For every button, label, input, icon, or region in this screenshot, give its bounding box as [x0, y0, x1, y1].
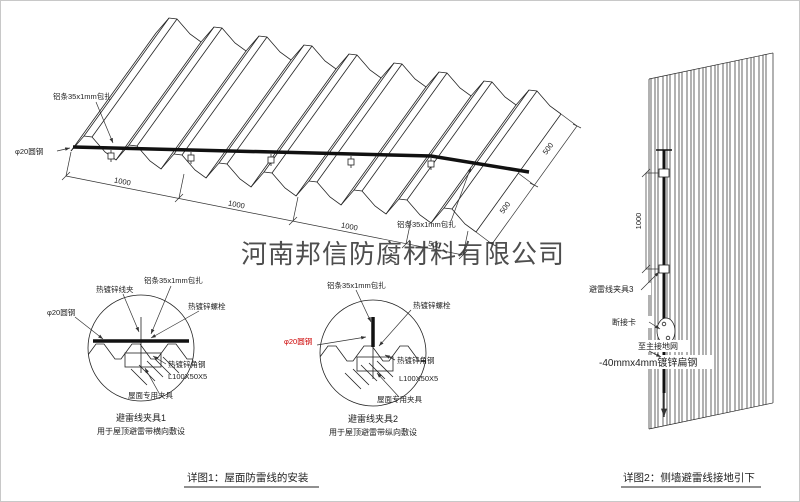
detail1-circle — [87, 294, 195, 402]
wall-label-flat-steel: -40mmx4mm镀锌扁钢 — [599, 356, 697, 369]
detail1-leaders — [74, 285, 200, 394]
dim-right-2: 500 — [541, 141, 556, 156]
wall-dim-1000: 1000 — [634, 213, 643, 230]
wall-label-to-ground-grid: 至主接地网 — [638, 341, 678, 351]
main-label-alu-strip-left: 铝条35x1mm包扎 — [53, 91, 112, 101]
leader-rod — [56, 147, 71, 152]
detail2-leaders — [316, 289, 412, 398]
detail2-subtitle: 用于屋顶避雷带纵向敷设 — [329, 427, 417, 437]
detail1-label-bolt: 热镀锌螺栓 — [188, 301, 226, 311]
wall-label-clamp3: 避雷线夹具3 — [589, 284, 634, 294]
detail1-label-wire-clamp: 热镀锌线夹 — [96, 284, 134, 294]
leader-strip-right — [450, 166, 472, 222]
wall-label-backgrounds — [587, 283, 713, 369]
caption-detail2: 详图2：侧墙避雷线接地引下 — [623, 471, 755, 484]
detail2-label-rod: φ20圆钢 — [284, 336, 312, 346]
wall-corrugation — [648, 52, 774, 430]
leader-strip-left — [95, 101, 114, 144]
dim-bottom-1: 1000 — [113, 176, 131, 188]
detail1-label-rod: φ20圆钢 — [47, 307, 75, 317]
detail1-linework — [87, 294, 195, 402]
dim-right-1: 500 — [498, 200, 513, 215]
detail1-label-strip: 铝条35x1mm包扎 — [144, 275, 203, 285]
detail1-label-fixture: 屋面专用夹具 — [128, 390, 173, 400]
caption-detail1: 详图1：屋面防雷线的安装 — [187, 471, 309, 484]
detail2-label-angle: 热镀锌角钢 — [397, 355, 435, 365]
dim-bottom-3: 1000 — [340, 221, 358, 233]
wall-dimension — [641, 168, 659, 274]
roof-bottom-dimensions — [61, 151, 469, 260]
detail2-circle — [319, 299, 427, 407]
detail2-label-angle-spec: L100X50X5 — [399, 374, 438, 383]
company-watermark: 河南邦信防腐材料有限公司 — [241, 239, 565, 269]
main-label-alu-strip-right: 铝条35x1mm包扎 — [397, 219, 456, 229]
detail2-linework — [319, 299, 427, 407]
wall-label-disconnect-card: 断接卡 — [612, 317, 636, 327]
detail2-label-strip: 铝条35x1mm包扎 — [327, 280, 386, 290]
wall-leaders — [640, 271, 662, 358]
roof-back-edge — [155, 17, 562, 115]
lightning-wire — [72, 145, 530, 174]
roof-right-dimensions — [475, 113, 582, 247]
dim-bottom-2: 1000 — [227, 199, 245, 211]
detail2-title: 避雷线夹具2 — [348, 413, 398, 424]
detail2-label-bolt: 热镀锌螺栓 — [413, 300, 451, 310]
detail1-label-angle: 热镀锌角钢 — [168, 359, 206, 369]
dim-bottom-4: 500 — [427, 239, 441, 250]
roof-isometric-linework — [70, 17, 562, 233]
detail1-label-angle-spec: L100X50X5 — [168, 372, 207, 381]
detail1-subtitle: 用于屋顶避雷带横向敷设 — [97, 426, 185, 436]
main-label-rod: φ20圆钢 — [15, 146, 43, 156]
detail2-label-fixture: 屋面专用夹具 — [377, 394, 422, 404]
roof-wire-clamps — [107, 150, 435, 170]
detail1-title: 避雷线夹具1 — [116, 412, 166, 423]
wall-clamps — [656, 168, 676, 345]
